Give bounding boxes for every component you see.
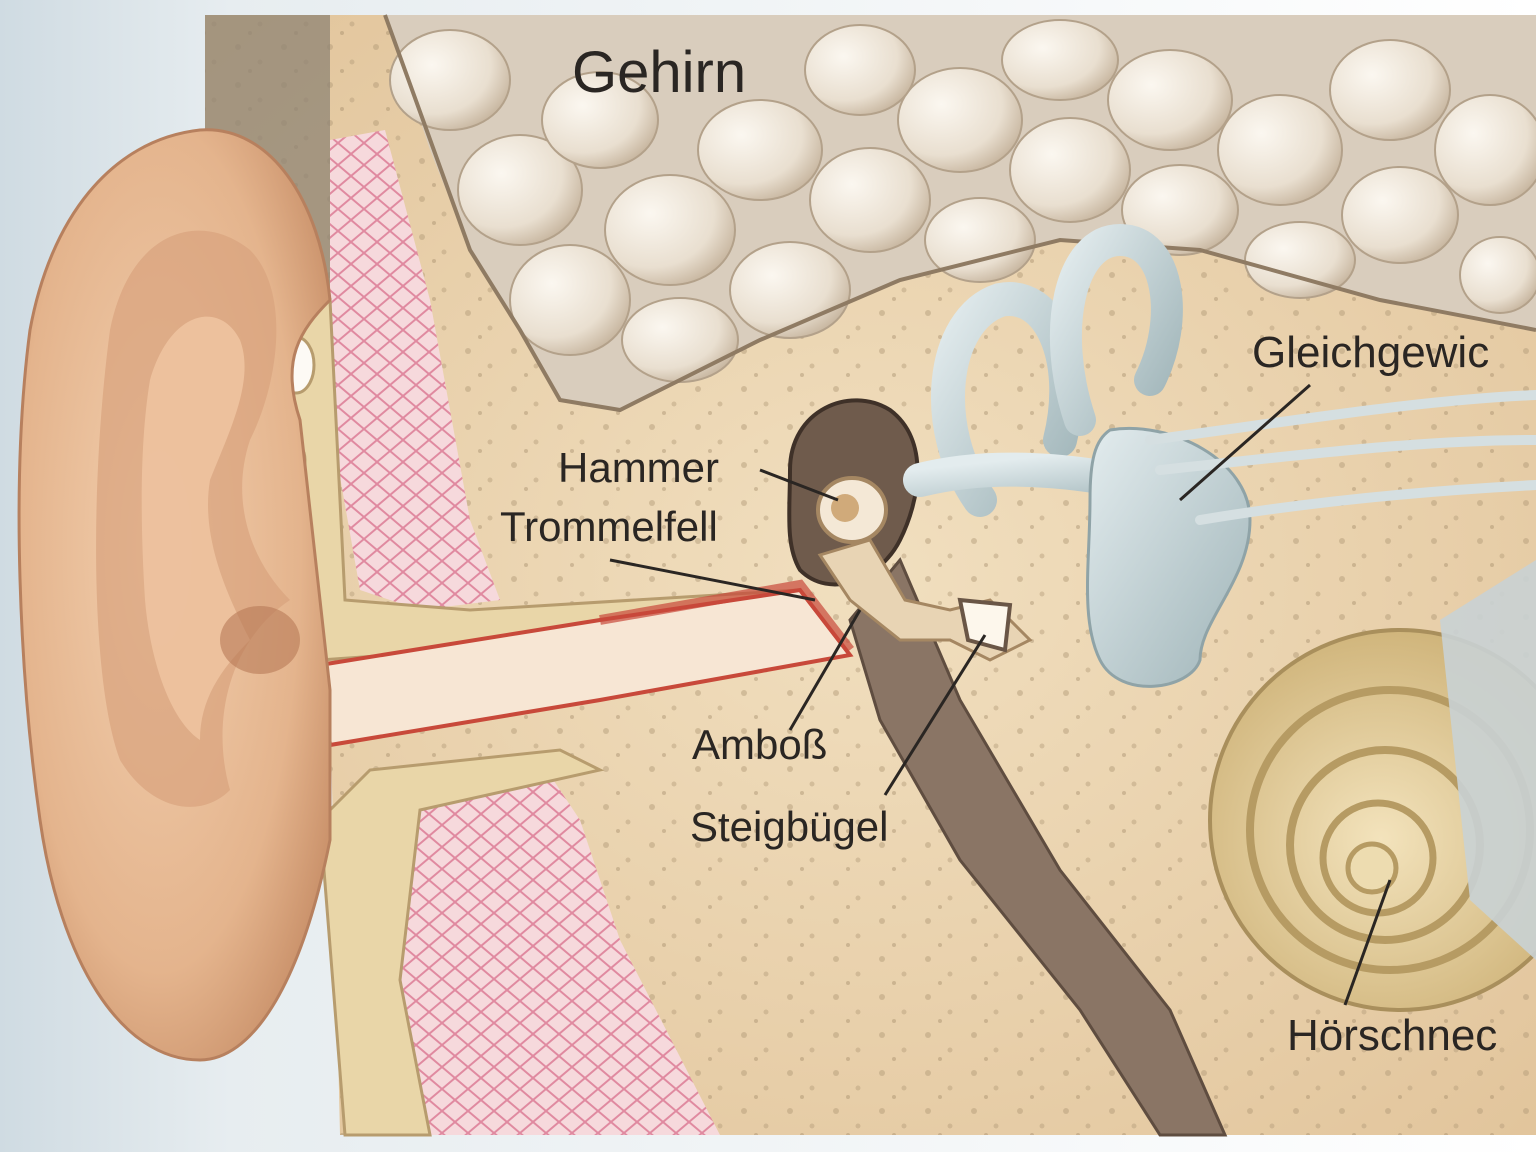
nerve-fibers xyxy=(1145,390,1536,525)
leader-anvil xyxy=(788,609,862,731)
label-brain: Gehirn xyxy=(572,40,747,105)
upper-soft-tissue xyxy=(330,130,500,610)
lower-cartilage xyxy=(318,748,605,1137)
vestibule xyxy=(1086,427,1252,688)
label-anvil: Amboß xyxy=(692,721,828,768)
leader-balance xyxy=(1179,383,1311,502)
label-cochlea: Hörschnec xyxy=(1287,1011,1498,1060)
label-hammer: Hammer xyxy=(558,444,720,491)
label-balance-organ: Gleichgewic xyxy=(1252,328,1490,377)
cochlea xyxy=(1208,560,1536,1012)
leader-cochlea xyxy=(1343,879,1392,1006)
brain xyxy=(383,14,1536,413)
label-eardrum: Trommelfell xyxy=(500,503,718,550)
outer-ear xyxy=(17,128,332,1062)
leader-hammer xyxy=(759,468,839,502)
label-stirrup: Steigbügel xyxy=(690,803,889,850)
lower-soft-tissue xyxy=(390,760,720,1135)
leader-eardrum xyxy=(609,558,816,602)
ossicles xyxy=(816,476,1033,662)
leader-stirrup xyxy=(883,634,987,796)
